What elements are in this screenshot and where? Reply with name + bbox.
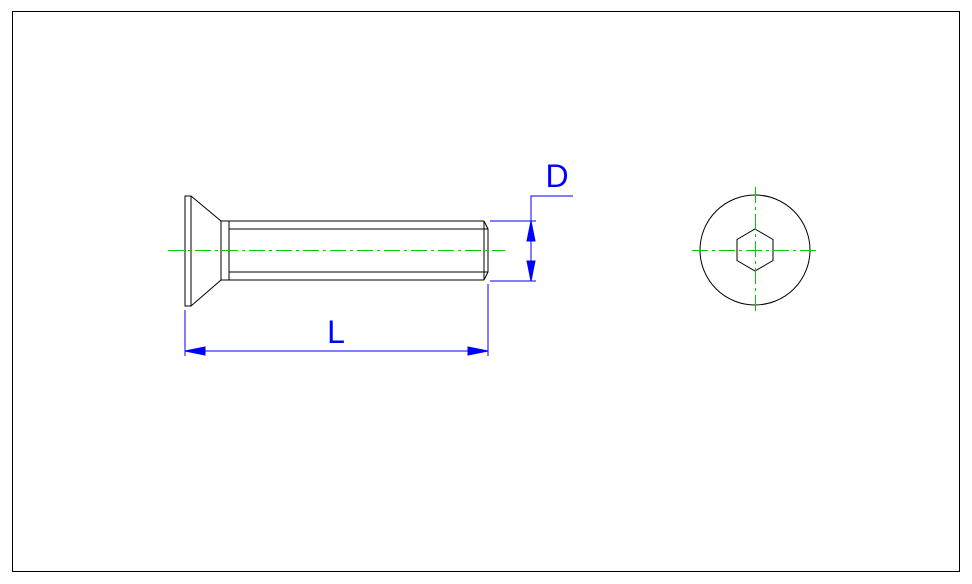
length-label: L <box>327 314 345 350</box>
length-dimension <box>184 284 489 356</box>
length-arrow-left <box>184 346 206 356</box>
length-arrow-right <box>467 346 489 356</box>
diameter-arrow-top <box>526 220 536 242</box>
diameter-leader <box>530 195 573 221</box>
drawing-frame <box>12 11 960 572</box>
diameter-label: D <box>545 158 568 194</box>
diameter-arrow-bottom <box>526 260 536 282</box>
diameter-dimension <box>490 195 573 282</box>
